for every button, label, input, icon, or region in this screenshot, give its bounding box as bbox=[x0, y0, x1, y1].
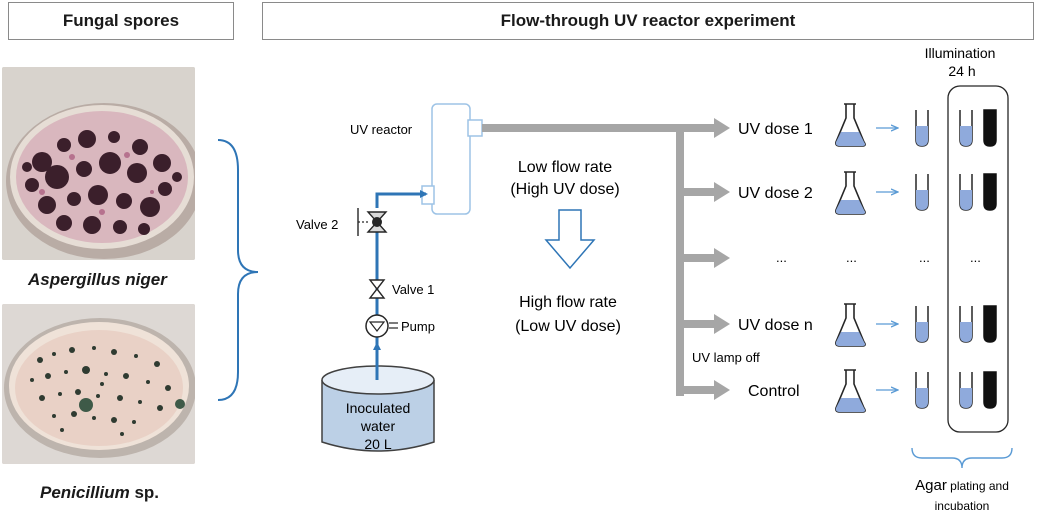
high-flow-rate-label: High flow rate bbox=[519, 294, 617, 311]
aspergillus-plate-photo bbox=[2, 67, 195, 260]
uv-reactor-experiment-header: Flow-through UV reactor experiment bbox=[262, 2, 1034, 40]
test-tube-icon bbox=[915, 372, 929, 409]
test-tube-icon bbox=[959, 110, 973, 147]
tank-label-line2: water bbox=[360, 418, 396, 434]
uv-dose-1-label: UV dose 1 bbox=[738, 121, 813, 138]
distribution-manifold bbox=[482, 118, 730, 400]
flask-ellipsis: ... bbox=[846, 250, 857, 265]
valve2-icon bbox=[357, 208, 388, 236]
uv-dose-n-label: UV dose n bbox=[738, 317, 813, 334]
dose-ellipsis-label: ... bbox=[776, 250, 787, 265]
dark-tube-icon bbox=[983, 173, 997, 211]
illumination-duration: 24 h bbox=[948, 63, 975, 79]
penicillium-name: Penicillium bbox=[40, 483, 130, 502]
agar-bracket bbox=[911, 447, 1013, 469]
aspergillus-caption: Aspergillus niger bbox=[28, 270, 167, 290]
test-tube-icon bbox=[915, 306, 929, 343]
low-flow-dose-label: (High UV dose) bbox=[510, 181, 619, 198]
tube-ellipsis: ... bbox=[919, 250, 930, 265]
high-flow-dose-label: (Low UV dose) bbox=[515, 318, 621, 335]
test-tube-icon bbox=[915, 110, 929, 147]
uv-reactor bbox=[421, 103, 483, 215]
illumination-box bbox=[947, 85, 1009, 433]
grouping-bracket bbox=[217, 139, 259, 401]
test-tube-icon bbox=[915, 174, 929, 211]
penicillium-plate-photo bbox=[2, 304, 195, 464]
tank-label-line1: Inoculated bbox=[346, 400, 411, 416]
penicillium-caption: Penicillium sp. bbox=[40, 483, 159, 503]
uv-lamp-off-label: UV lamp off bbox=[692, 350, 760, 365]
control-label: Control bbox=[748, 383, 800, 400]
agar-caption-line2: incubation bbox=[935, 499, 990, 513]
agar-caption-line1: Agar plating and bbox=[915, 477, 1009, 494]
fungal-spores-header: Fungal spores bbox=[8, 2, 234, 40]
flask-icon bbox=[835, 369, 866, 413]
illumination-label: Illumination bbox=[925, 45, 996, 61]
valve1-label: Valve 1 bbox=[392, 282, 434, 297]
down-arrow-icon bbox=[544, 209, 596, 270]
low-flow-rate-label: Low flow rate bbox=[518, 159, 612, 176]
dark-tube-icon bbox=[983, 109, 997, 147]
flask-icon bbox=[835, 103, 866, 147]
pump-label: Pump bbox=[401, 319, 435, 334]
valve1-icon bbox=[368, 279, 386, 299]
dark-tube-icon bbox=[983, 305, 997, 343]
tank-label-line3: 20 L bbox=[364, 436, 391, 452]
flask-icon bbox=[835, 303, 866, 347]
agar-caption-bold: Agar bbox=[915, 477, 947, 494]
flask-icon bbox=[835, 171, 866, 215]
test-tube-icon bbox=[959, 372, 973, 409]
valve2-label: Valve 2 bbox=[296, 217, 338, 232]
uv-reactor-label: UV reactor bbox=[350, 122, 413, 137]
agar-caption-rest: plating and bbox=[947, 479, 1009, 493]
uv-dose-2-label: UV dose 2 bbox=[738, 185, 813, 202]
test-tube-icon bbox=[959, 306, 973, 343]
plate-ellipsis: ... bbox=[970, 250, 981, 265]
aspergillus-name: Aspergillus niger bbox=[28, 270, 167, 289]
pump-icon bbox=[365, 314, 398, 338]
penicillium-suffix: sp. bbox=[129, 483, 160, 502]
test-tube-icon bbox=[959, 174, 973, 211]
dark-tube-icon bbox=[983, 371, 997, 409]
